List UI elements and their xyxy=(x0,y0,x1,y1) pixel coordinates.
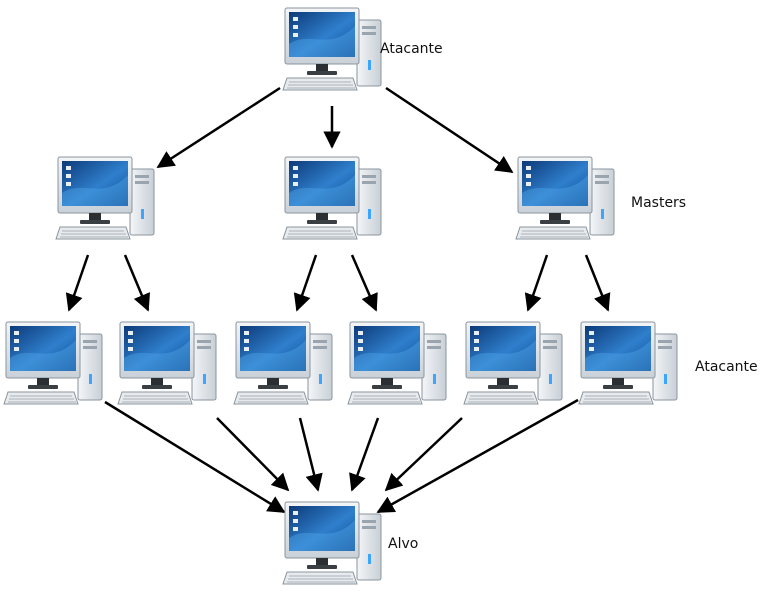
arrow-master-1-to-attacker-1 xyxy=(65,254,90,312)
master-1-computer-icon xyxy=(55,156,155,240)
arrow-attacker-6-to-target xyxy=(376,398,579,514)
master-3-computer-icon xyxy=(515,156,615,240)
arrow-attacker-1-to-target xyxy=(104,400,286,514)
arrow-attacker-5-to-target xyxy=(384,417,463,492)
attacker-6-computer-icon xyxy=(578,321,678,405)
label-top-attacker: Atacante xyxy=(380,41,443,57)
arrow-master-1-to-attacker-2 xyxy=(123,254,150,312)
label-masters: Masters xyxy=(631,195,686,211)
master-2-computer-icon xyxy=(282,156,382,240)
arrow-attacker-2-to-target xyxy=(216,417,290,492)
nodes xyxy=(3,7,678,585)
arrow-top-to-master-1 xyxy=(156,86,281,169)
arrow-attacker-3-to-target xyxy=(298,417,323,492)
top-attacker-computer-icon xyxy=(282,7,382,91)
attacker-4-computer-icon xyxy=(347,321,447,405)
arrow-master-2-to-attacker-3 xyxy=(293,254,318,312)
arrow-master-3-to-attacker-6 xyxy=(584,254,611,312)
attacker-1-computer-icon xyxy=(3,321,103,405)
arrow-top-to-master-3 xyxy=(385,86,514,174)
attacker-2-computer-icon xyxy=(117,321,217,405)
label-attackers: Atacante xyxy=(695,359,758,375)
target-computer-icon xyxy=(282,501,382,585)
arrow-master-2-to-attacker-4 xyxy=(350,254,378,312)
arrow-attacker-4-to-target xyxy=(349,417,380,492)
attacker-5-computer-icon xyxy=(463,321,563,405)
arrow-master-3-to-attacker-5 xyxy=(524,254,549,312)
edges xyxy=(65,86,611,514)
label-target: Alvo xyxy=(388,536,418,552)
attacker-3-computer-icon xyxy=(233,321,333,405)
